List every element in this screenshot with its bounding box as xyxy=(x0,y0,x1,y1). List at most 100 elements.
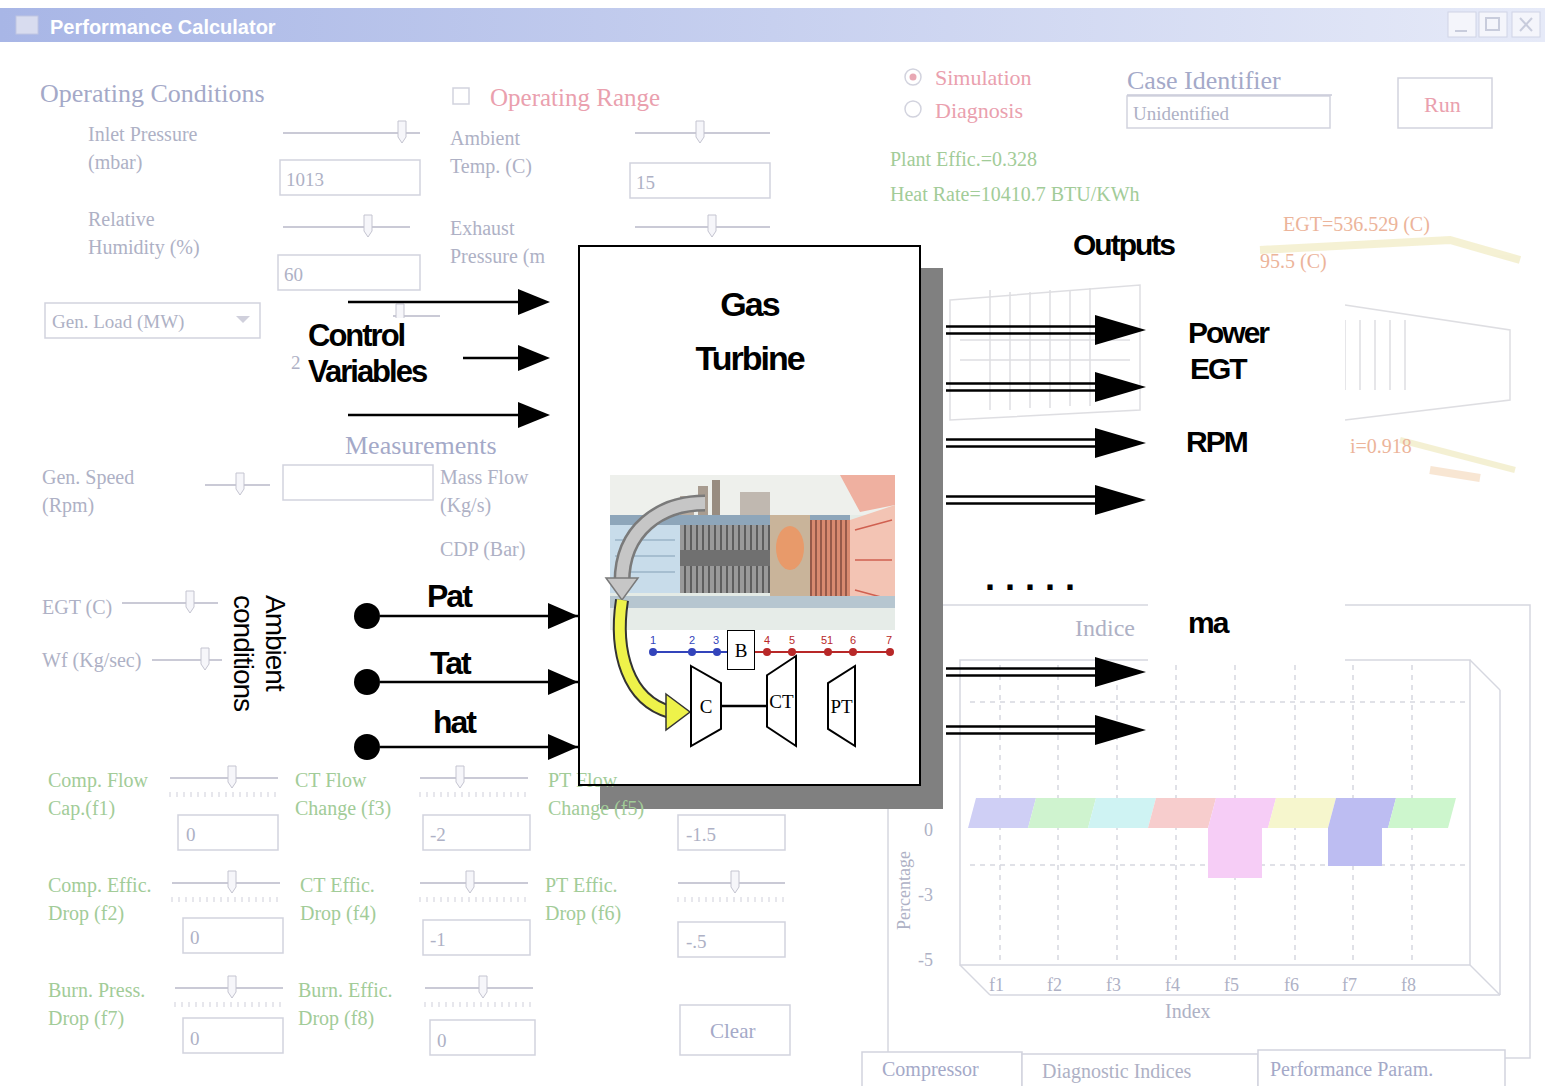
output-arrow xyxy=(1095,428,1146,458)
form-controls xyxy=(45,303,260,338)
slider xyxy=(504,897,505,902)
bar-chart xyxy=(888,605,1530,1058)
input-arrow xyxy=(380,615,578,618)
slider xyxy=(226,792,227,797)
title-bar xyxy=(1479,12,1507,37)
slider xyxy=(273,1002,274,1007)
title-bar xyxy=(1520,18,1532,31)
slider xyxy=(462,792,463,797)
slider xyxy=(228,976,236,998)
slider xyxy=(245,1002,246,1007)
tick-label: f8 xyxy=(1401,973,1416,998)
group-heading: Operating Conditions xyxy=(40,76,265,112)
group-heading: Operating Range xyxy=(490,80,660,115)
station-number: 51 xyxy=(821,633,833,648)
slider xyxy=(455,897,456,902)
faint-engine xyxy=(950,285,1140,420)
output-arrow xyxy=(946,502,1100,505)
station-line xyxy=(755,651,890,653)
station-line xyxy=(649,648,721,656)
engine-cutaway xyxy=(740,492,770,516)
station-number: 7 xyxy=(886,633,892,648)
faint-engine xyxy=(1345,305,1510,420)
slider xyxy=(228,871,236,893)
slider xyxy=(203,1002,204,1007)
slider xyxy=(706,897,707,902)
bar-chart xyxy=(1470,965,1500,995)
form-controls xyxy=(280,160,420,195)
title-bar xyxy=(0,8,1545,42)
slider xyxy=(469,897,470,902)
output-arrow xyxy=(946,389,1100,392)
output-arrow xyxy=(1095,372,1146,402)
slider xyxy=(509,1002,510,1007)
slider xyxy=(364,215,372,237)
control-arrow xyxy=(518,289,550,315)
slider xyxy=(511,897,512,902)
tick-label: f3 xyxy=(1106,973,1121,998)
output-arrow xyxy=(946,732,1100,735)
form-controls xyxy=(183,1018,283,1053)
chart-bar xyxy=(1268,798,1336,828)
tab xyxy=(1022,1054,1258,1086)
input-dot: Tat xyxy=(354,669,380,695)
input-name: Pat xyxy=(427,580,471,612)
output-arrow xyxy=(1095,715,1146,745)
slider xyxy=(474,1002,475,1007)
tick-label: f1 xyxy=(989,973,1004,998)
title-bar xyxy=(0,8,1545,42)
slider xyxy=(228,897,229,902)
control-arrow xyxy=(348,414,522,417)
slider xyxy=(261,792,262,797)
slider xyxy=(462,897,463,902)
slider xyxy=(432,1002,433,1007)
field-label: Wf (Kg/sec) xyxy=(42,646,141,674)
bar-chart xyxy=(888,605,1530,1058)
slider xyxy=(219,792,220,797)
station-line xyxy=(713,648,721,656)
bar-chart xyxy=(970,665,1465,960)
slider xyxy=(228,766,236,788)
slider xyxy=(441,897,442,902)
component-letter: CT xyxy=(769,692,793,711)
slider xyxy=(755,897,756,902)
input-arrow xyxy=(380,746,578,749)
radio-label: Simulation xyxy=(935,63,1032,94)
field-label: Relative Humidity (%) xyxy=(88,205,218,261)
slider xyxy=(277,897,278,902)
form-controls xyxy=(453,88,469,104)
station-line xyxy=(649,648,657,656)
slider xyxy=(495,1002,496,1007)
slider xyxy=(460,1002,461,1007)
slider xyxy=(497,792,498,797)
output-arrow xyxy=(946,315,1146,745)
field-label: Burn. Press. Drop (f7) xyxy=(48,976,168,1032)
form-controls xyxy=(45,69,1492,1055)
group-heading: Measurements xyxy=(345,428,497,464)
title-bar xyxy=(1448,12,1476,37)
engine-cutaway xyxy=(620,600,670,712)
output-arrow xyxy=(946,438,1100,441)
form-controls xyxy=(680,1005,790,1055)
slider xyxy=(193,897,194,902)
output-arrow xyxy=(946,325,1100,328)
station-number: 1 xyxy=(650,633,656,648)
field-label: Gen. Speed (Rpm) xyxy=(42,463,172,519)
chart-title: Indice xyxy=(1075,612,1135,646)
input-value: -2 xyxy=(430,822,446,849)
title-bar xyxy=(1448,12,1540,37)
slider xyxy=(268,792,269,797)
form-controls xyxy=(678,922,785,957)
slider xyxy=(254,792,255,797)
engine-cutaway xyxy=(610,608,895,630)
station-number: 3 xyxy=(713,633,719,648)
form-controls xyxy=(1127,96,1330,128)
tab-label: Performance Param. xyxy=(1270,1055,1433,1083)
slider xyxy=(762,897,763,902)
slider xyxy=(769,897,770,902)
slider xyxy=(731,871,739,893)
box-ground xyxy=(578,245,921,786)
bar-chart xyxy=(1470,660,1500,690)
output-arrow xyxy=(946,382,1100,385)
